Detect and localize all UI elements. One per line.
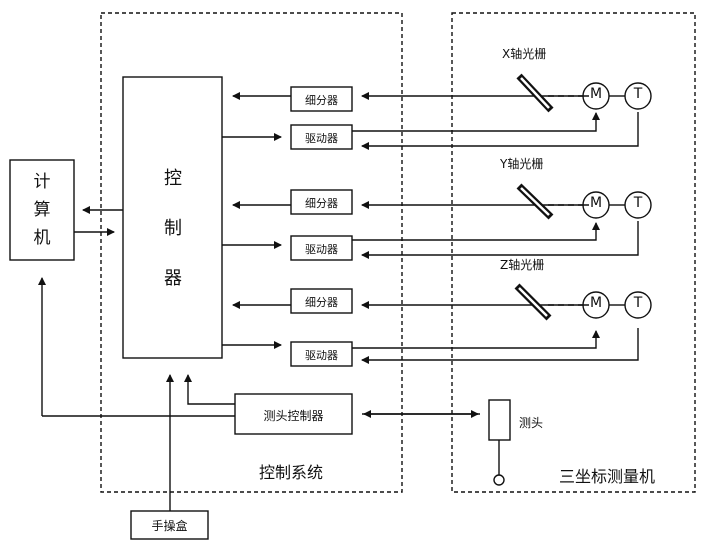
computer-box bbox=[9, 159, 75, 261]
x-grating-label: X轴光栅 bbox=[502, 47, 547, 61]
control-system-title: 控制系统 bbox=[259, 463, 324, 482]
z-tach-letter: T bbox=[633, 295, 643, 311]
probe-controller-box bbox=[234, 393, 353, 435]
control-system-frame bbox=[100, 12, 403, 493]
handbox-label: 手操盒 bbox=[151, 519, 188, 533]
x-subdivider-label: 细分器 bbox=[305, 94, 338, 107]
cmm-frame bbox=[451, 12, 696, 493]
cmm-title: 三坐标测量机 bbox=[559, 467, 656, 486]
computer-char-1: 计 bbox=[33, 172, 51, 192]
y-driver-label: 驱动器 bbox=[305, 243, 338, 256]
probe-controller-label: 测头控制器 bbox=[263, 409, 324, 423]
probe-body bbox=[488, 399, 511, 441]
probe-label: 测头 bbox=[519, 416, 544, 430]
computer-char-3: 机 bbox=[33, 228, 51, 248]
x-driver-label: 驱动器 bbox=[305, 132, 338, 145]
z-driver-label: 驱动器 bbox=[305, 349, 338, 362]
controller-label: 控 制 器 bbox=[153, 154, 193, 304]
y-tach-letter: T bbox=[633, 195, 643, 211]
computer-char-2: 算 bbox=[33, 200, 51, 220]
computer-label: 计 算 机 bbox=[22, 168, 62, 252]
controller-char-1: 控 bbox=[164, 168, 182, 189]
z-motor-letter: M bbox=[589, 295, 603, 311]
y-motor-letter: M bbox=[589, 195, 603, 211]
controller-char-2: 制 bbox=[164, 218, 182, 239]
z-grating-label: Z轴光栅 bbox=[500, 258, 545, 272]
controller-char-3: 器 bbox=[164, 268, 182, 289]
controller-box bbox=[122, 76, 223, 359]
x-motor-letter: M bbox=[589, 86, 603, 102]
z-subdivider-label: 细分器 bbox=[305, 296, 338, 309]
y-subdivider-label: 细分器 bbox=[305, 197, 338, 210]
y-grating-label: Y轴光栅 bbox=[500, 157, 544, 171]
x-tach-letter: T bbox=[633, 86, 643, 102]
